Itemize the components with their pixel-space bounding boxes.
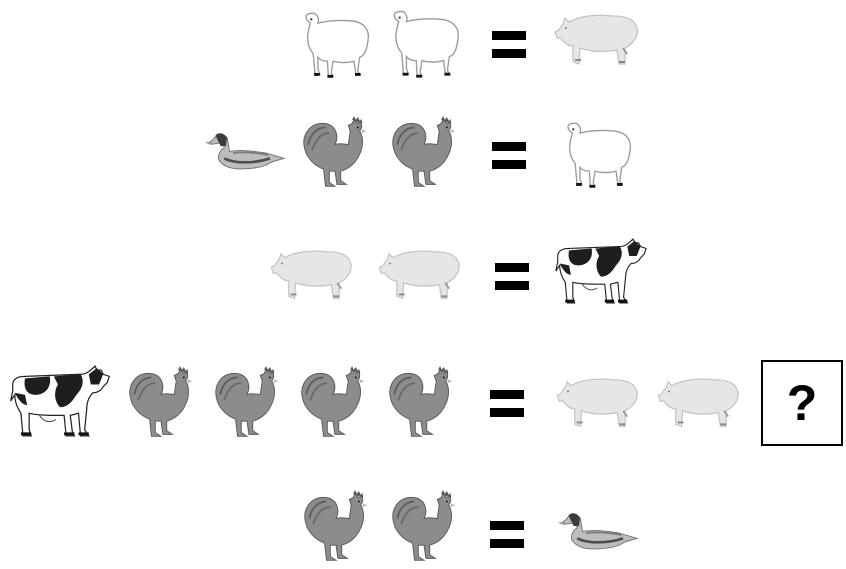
question-mark: ? — [787, 378, 818, 428]
pig-icon — [265, 246, 361, 308]
cow-icon — [8, 364, 112, 438]
equals-sign — [490, 521, 524, 548]
rooster-icon — [206, 366, 288, 442]
pig-icon — [553, 10, 643, 74]
duck-icon — [204, 132, 292, 176]
rooster-icon — [380, 366, 462, 442]
rooster-icon — [292, 366, 374, 442]
duck-icon — [558, 512, 644, 556]
sheep-icon — [296, 6, 374, 82]
sheep-icon — [384, 4, 464, 82]
cow-icon — [554, 236, 648, 306]
pig-icon — [653, 374, 747, 436]
rooster-icon — [120, 366, 202, 442]
rooster-icon — [296, 116, 374, 192]
pig-icon — [552, 374, 646, 436]
pig-icon — [373, 246, 469, 308]
rooster-icon — [296, 490, 376, 566]
equals-sign — [492, 31, 526, 58]
equals-sign — [492, 142, 526, 169]
equals-sign — [495, 263, 529, 290]
rooster-icon — [384, 116, 464, 192]
answer-box[interactable]: ? — [761, 360, 843, 446]
rooster-icon — [384, 490, 464, 566]
equals-sign — [490, 390, 524, 417]
sheep-icon — [556, 116, 638, 192]
